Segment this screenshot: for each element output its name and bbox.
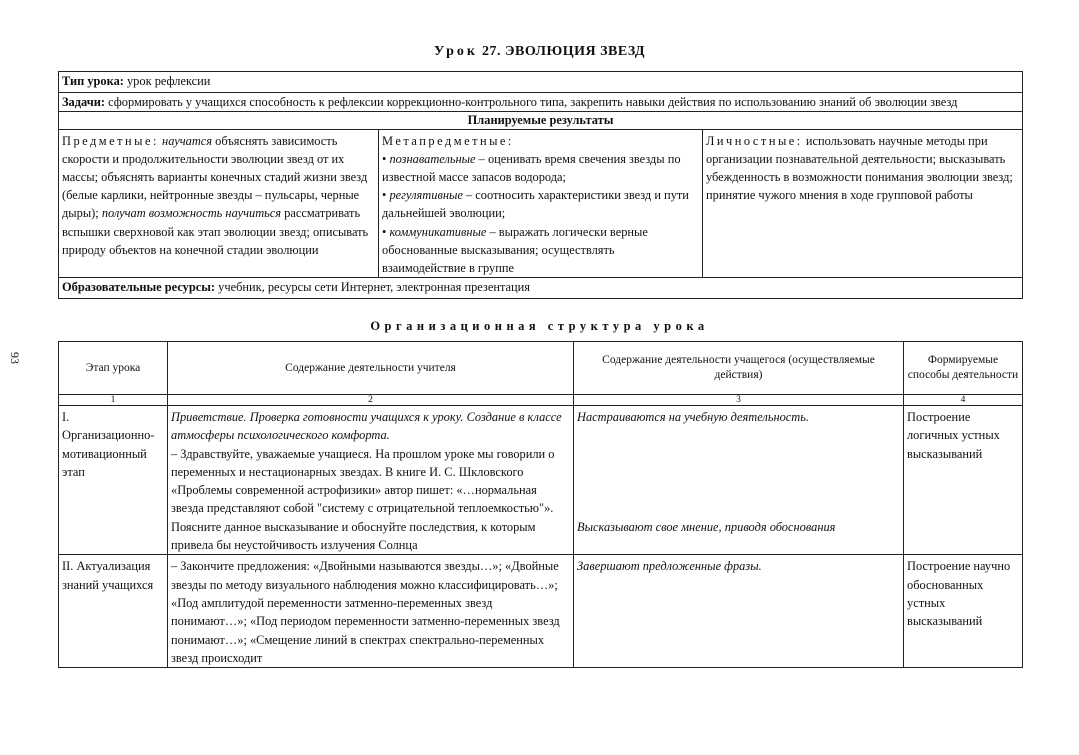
skills-cell: Построение логичных устных высказываний: [903, 404, 1023, 556]
student-cell: Настраиваются на учебную деятельность. В…: [573, 404, 904, 556]
tasks-value: сформировать у учащихся способность к ре…: [104, 94, 958, 109]
student-action: Настраиваются на учебную деятельность.: [577, 410, 809, 424]
tasks-label: Задачи:: [62, 94, 105, 109]
subject-opportunity-text: рассматривать вспышки сверхновой как эта…: [62, 206, 369, 257]
subject-learn-text: объяснять зависимость скорости и продолж…: [62, 133, 368, 221]
stage-cell: I. Организационно-мотивационный этап: [58, 404, 168, 556]
student-cell: Завершают предложенные фразы.: [573, 554, 904, 669]
meta-cognitive-label: познавательные: [389, 151, 476, 166]
personal-results-label: Личностные:: [706, 133, 803, 148]
teacher-cell: Приветствие. Проверка готовности учащихс…: [167, 404, 574, 556]
personal-results-cell: Личностные: использовать научные методы …: [701, 128, 1024, 279]
table-row: II. Актуализация знаний учащихся – Закон…: [58, 554, 1023, 669]
resources-value: учебник, ресурсы сети Интернет, электрон…: [215, 280, 530, 295]
header-teacher: Содержание деятельности учителя: [167, 341, 574, 395]
planned-results-row: Предметные: научатся объяснять зависимос…: [58, 128, 1024, 279]
teacher-cell: – Закончите предложения: «Двойными назыв…: [167, 554, 574, 669]
tasks-row: Задачи: сформировать у учащихся способно…: [57, 91, 1024, 112]
lesson-structure-table: Этап урока Содержание деятельности учите…: [58, 341, 1023, 669]
subject-learn-label: научатся: [162, 133, 213, 148]
student-action: Завершают предложенные фразы.: [577, 559, 762, 574]
skills-cell: Построение научно обоснованных устных вы…: [903, 554, 1023, 669]
meta-communicative-label: коммуникативные: [389, 224, 487, 239]
meta-regulatory-text: – соотносить характеристики звезд и пути…: [382, 188, 689, 221]
lesson-title-main: 27. ЭВОЛЮЦИЯ ЗВЕЗД: [481, 44, 645, 59]
meta-cognitive-text: – оценивать время свечения звезды по изв…: [382, 151, 681, 184]
header-stage: Этап урока: [58, 341, 168, 395]
lesson-type-label: Тип урока:: [62, 74, 124, 88]
column-number: 1: [58, 394, 168, 406]
header-skills: Формируемые способы деятельности: [903, 341, 1023, 395]
lesson-title: Урок 27. ЭВОЛЮЦИЯ ЗВЕЗД: [0, 44, 1079, 60]
planned-results-header-row: Планируемые результаты: [57, 110, 1024, 130]
teacher-speech: – Здравствуйте, уважаемые учащиеся. На п…: [171, 446, 555, 553]
personal-results-text: использовать научные методы при организа…: [706, 133, 1013, 203]
subject-results-cell: Предметные: научатся объяснять зависимос…: [58, 128, 379, 279]
column-number: 4: [903, 394, 1023, 406]
meta-results-label: Метапредметные:: [382, 133, 514, 148]
column-number-row: 1 2 3 4: [58, 394, 1023, 406]
resources-row: Образовательные ресурсы: учебник, ресурс…: [57, 277, 1024, 299]
lesson-info-table: Тип урока: урок рефлексии Задачи: сформи…: [57, 71, 1024, 299]
resources-label: Образовательные ресурсы:: [62, 280, 216, 295]
meta-communicative-text: – выражать логически верные обоснованные…: [382, 224, 648, 275]
table-row: I. Организационно-мотивационный этап При…: [58, 404, 1023, 556]
teacher-instruction: Приветствие. Проверка готовности учащихс…: [171, 410, 562, 443]
subject-opportunity-label: получат возможность научиться: [101, 206, 282, 221]
stage-cell: II. Актуализация знаний учащихся: [58, 554, 168, 669]
lesson-title-prefix: Урок: [434, 44, 478, 59]
lesson-type-row: Тип урока: урок рефлексии: [57, 71, 1024, 93]
lesson-type-value: урок рефлексии: [123, 74, 211, 88]
column-number: 2: [167, 394, 574, 406]
header-student: Содержание деятельности учащегося (осуще…: [573, 341, 904, 395]
meta-results-cell: Метапредметные: • познавательные – оцени…: [378, 128, 703, 279]
meta-regulatory-label: регулятивные: [389, 188, 463, 203]
subject-results-label: Предметные:: [62, 133, 159, 148]
student-action: Высказывают свое мнение, приводя обоснов…: [577, 520, 836, 535]
structure-title: Организационная структура урока: [370, 319, 709, 333]
table-header-row: Этап урока Содержание деятельности учите…: [58, 341, 1023, 395]
column-number: 3: [573, 394, 904, 406]
planned-results-title: Планируемые результаты: [57, 110, 1024, 130]
page-number: 93: [8, 352, 22, 364]
